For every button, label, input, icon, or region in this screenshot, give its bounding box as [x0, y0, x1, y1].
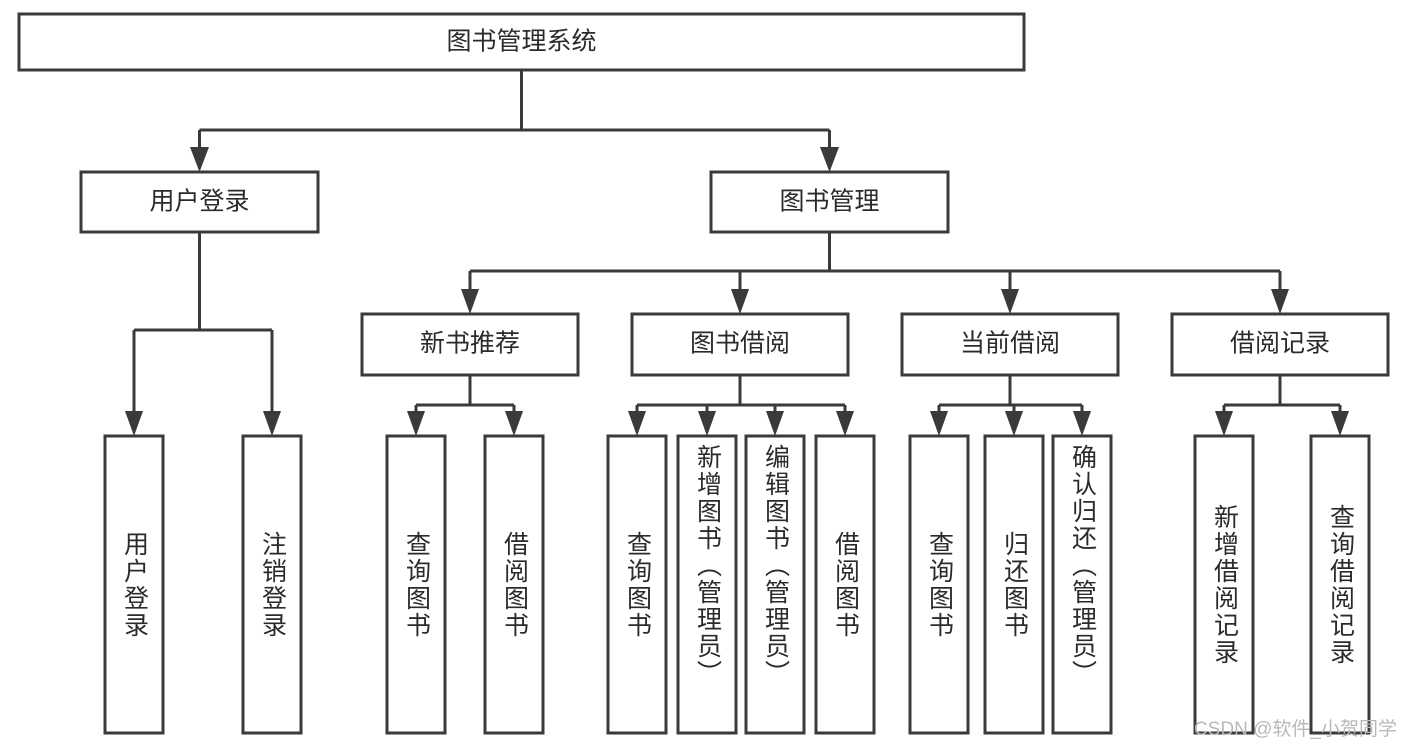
node-leaf-query-borrow-record-box[interactable]: [1309, 434, 1371, 735]
arrowhead-leaf-return-book: [1005, 411, 1023, 436]
watermark-text: CSDN @软件_小贺同学: [1194, 719, 1397, 740]
node-leaf-borrow-book-box[interactable]: [814, 434, 876, 735]
arrowhead-book-borrow: [731, 289, 749, 314]
node-new-book-recommend-box[interactable]: [360, 312, 580, 377]
arrowhead-leaf-edit-book-admin: [766, 411, 784, 436]
node-borrow-record-box[interactable]: [1170, 312, 1390, 377]
arrowhead-current-borrow: [1001, 289, 1019, 314]
node-current-borrow-label: 当前借阅: [960, 330, 1060, 358]
node-user-login-box[interactable]: [79, 170, 320, 234]
node-leaf-query-book-current-box[interactable]: [908, 434, 970, 735]
arrowhead-leaf-query-book-borrow: [628, 411, 646, 436]
arrowhead-leaf-confirm-return-admin: [1073, 411, 1091, 436]
node-leaf-edit-book-admin-box[interactable]: [744, 434, 806, 735]
node-borrow-record-label: 借阅记录: [1230, 330, 1330, 358]
arrowhead-borrow-record: [1271, 289, 1289, 314]
node-leaf-logout-login-box[interactable]: [241, 434, 303, 735]
node-leaf-confirm-return-admin-box[interactable]: [1051, 434, 1113, 735]
node-root-box[interactable]: [17, 12, 1026, 72]
node-book-borrow-box[interactable]: [630, 312, 850, 377]
node-leaf-add-borrow-record-box[interactable]: [1193, 434, 1255, 735]
arrowhead-user-login: [190, 147, 209, 172]
connector-layer: [125, 70, 1349, 436]
node-layer: 图书管理系统 用户登录 图书管理 新书推荐 图书借阅 当前借阅 借阅记录: [17, 12, 1390, 735]
node-leaf-return-book-box[interactable]: [983, 434, 1045, 735]
arrowhead-leaf-query-borrow-record: [1331, 411, 1349, 436]
node-leaf-user-login-box[interactable]: [103, 434, 165, 735]
node-new-book-recommend-label: 新书推荐: [420, 330, 520, 358]
arrowhead-book-manage: [820, 147, 839, 172]
node-leaf-query-book-rec-box[interactable]: [385, 434, 447, 735]
node-leaf-add-book-admin-box[interactable]: [676, 434, 738, 735]
node-book-manage-box[interactable]: [709, 170, 950, 234]
arrowhead-leaf-logout-login: [263, 411, 281, 436]
arrowhead-leaf-query-book-current: [930, 411, 948, 436]
arrowhead-new-book-recommend: [461, 289, 479, 314]
arrowhead-leaf-add-book-admin: [698, 411, 716, 436]
arrowhead-leaf-query-book-rec: [407, 411, 425, 436]
node-book-borrow-label: 图书借阅: [690, 330, 790, 358]
node-current-borrow-box[interactable]: [900, 312, 1120, 377]
node-leaf-query-book-borrow-box[interactable]: [606, 434, 668, 735]
arrowhead-leaf-add-borrow-record: [1215, 411, 1233, 436]
node-leaf-borrow-book-rec-box[interactable]: [483, 434, 545, 735]
arrowhead-leaf-borrow-book-rec: [505, 411, 523, 436]
node-root-label: 图书管理系统: [446, 28, 596, 56]
arrowhead-leaf-user-login: [125, 411, 143, 436]
node-book-manage-label: 图书管理: [779, 188, 879, 216]
arrowhead-leaf-borrow-book: [836, 411, 854, 436]
node-user-login-label: 用户登录: [149, 188, 249, 216]
